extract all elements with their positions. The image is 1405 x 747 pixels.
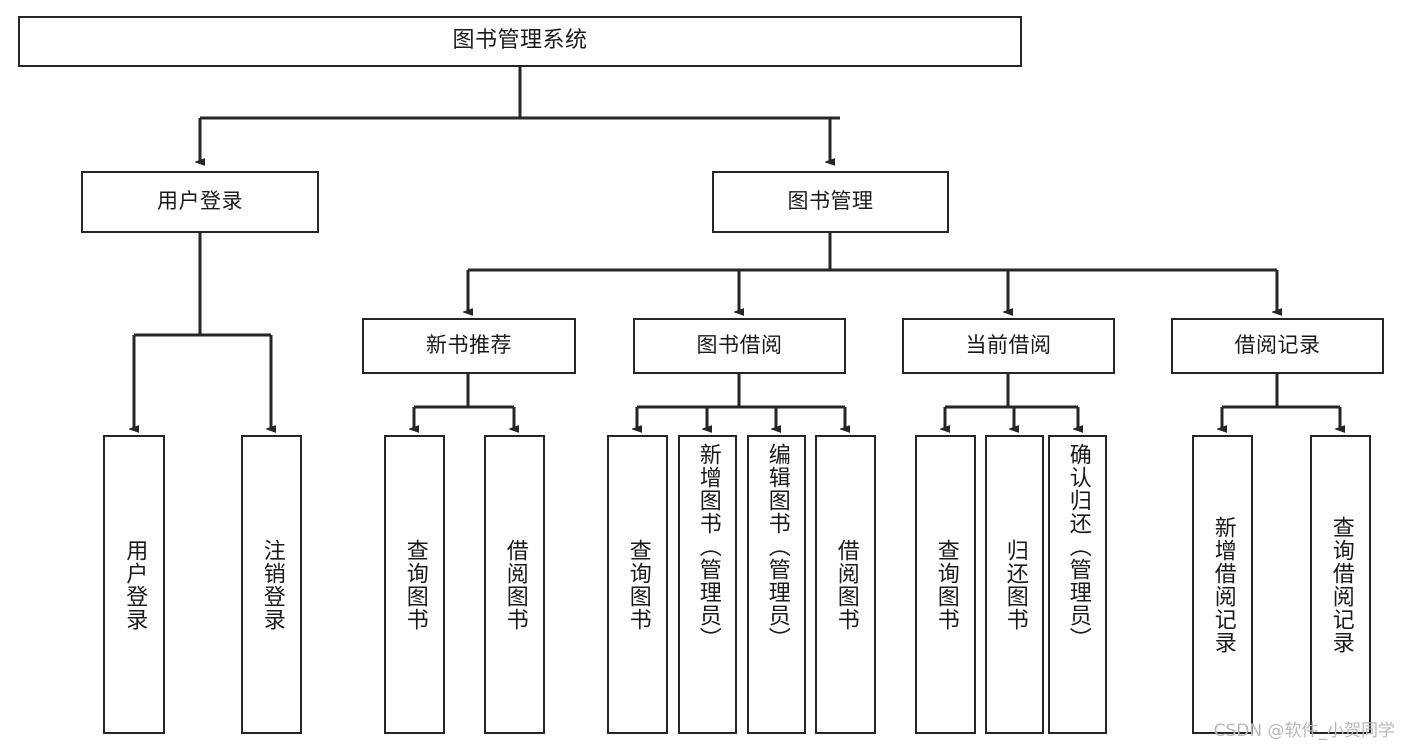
leaf-add-record[interactable]: 新增借阅记录	[1192, 435, 1253, 734]
leaf-user-login-label: 用户登录	[122, 538, 148, 631]
leaf-query-record-label: 查询借阅记录	[1328, 515, 1354, 654]
node-book-manage-label: 图书管理	[787, 189, 874, 214]
leaf-query-record[interactable]: 查询借阅记录	[1310, 435, 1371, 734]
leaf-add-book-label: 新增图书（管理员）	[695, 443, 721, 650]
leaf-borrow-book-1-label: 借阅图书	[502, 538, 528, 631]
leaf-user-login[interactable]: 用户登录	[103, 435, 165, 734]
leaf-query-book-1[interactable]: 查询图书	[384, 435, 445, 734]
leaf-edit-book[interactable]: 编辑图书（管理员）	[747, 435, 806, 734]
node-root-label: 图书管理系统	[452, 28, 588, 54]
leaf-return-book[interactable]: 归还图书	[985, 435, 1044, 734]
leaf-borrow-book-2[interactable]: 借阅图书	[815, 435, 876, 734]
node-root[interactable]: 图书管理系统	[18, 16, 1022, 67]
node-user-login-label: 用户登录	[157, 189, 243, 214]
leaf-return-book-label: 归还图书	[1002, 538, 1028, 631]
leaf-query-book-2[interactable]: 查询图书	[607, 435, 668, 734]
leaf-logout[interactable]: 注销登录	[241, 435, 302, 734]
leaf-confirm-return[interactable]: 确认归还（管理员）	[1048, 435, 1107, 734]
leaf-logout-label: 注销登录	[259, 538, 285, 631]
leaf-add-record-label: 新增借阅记录	[1210, 515, 1236, 654]
node-new-book-recommend-label: 新书推荐	[426, 333, 512, 358]
leaf-edit-book-label: 编辑图书（管理员）	[764, 443, 790, 650]
node-current-borrow-label: 当前借阅	[965, 333, 1052, 358]
node-borrow-record[interactable]: 借阅记录	[1171, 318, 1384, 374]
leaf-query-book-2-label: 查询图书	[625, 538, 651, 631]
node-book-borrow[interactable]: 图书借阅	[633, 318, 846, 374]
leaf-query-book-3-label: 查询图书	[933, 538, 959, 631]
leaf-confirm-return-label: 确认归还（管理员）	[1065, 443, 1091, 650]
leaf-borrow-book-1[interactable]: 借阅图书	[484, 435, 545, 734]
node-book-manage[interactable]: 图书管理	[712, 171, 949, 233]
leaf-query-book-3[interactable]: 查询图书	[915, 435, 976, 734]
leaf-add-book[interactable]: 新增图书（管理员）	[678, 435, 737, 734]
leaf-borrow-book-2-label: 借阅图书	[833, 538, 859, 631]
node-borrow-record-label: 借阅记录	[1234, 333, 1321, 358]
leaf-query-book-1-label: 查询图书	[402, 538, 428, 631]
node-current-borrow[interactable]: 当前借阅	[902, 318, 1115, 374]
node-book-borrow-label: 图书借阅	[696, 333, 783, 358]
node-user-login[interactable]: 用户登录	[81, 171, 319, 233]
node-new-book-recommend[interactable]: 新书推荐	[362, 318, 576, 374]
